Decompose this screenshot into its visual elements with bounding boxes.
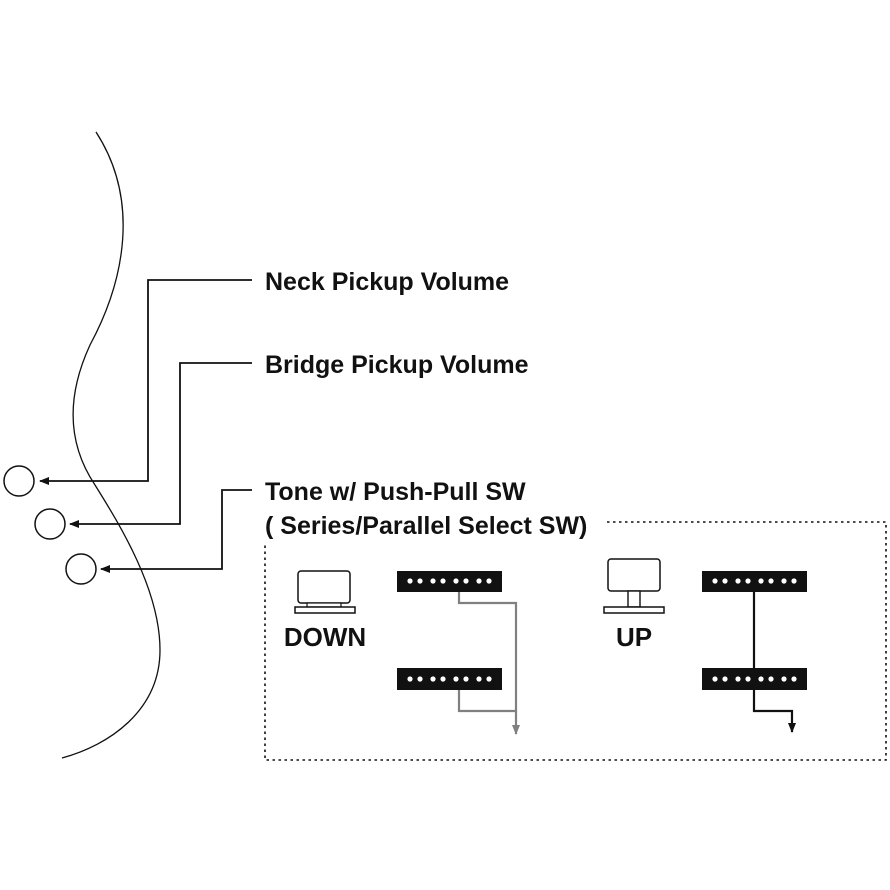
switch-detail-box xyxy=(264,521,887,761)
neck-pickup-series-icon xyxy=(397,571,502,592)
push-pull-up-icon xyxy=(603,558,665,614)
push-pull-down-icon xyxy=(294,570,356,614)
neck-volume-label: Neck Pickup Volume xyxy=(265,268,509,296)
tone-knob-icon xyxy=(65,553,97,585)
tone-leader xyxy=(100,489,252,573)
bridge-volume-leader xyxy=(69,362,252,528)
bridge-volume-knob-icon xyxy=(34,508,66,540)
switch-up-label: UP xyxy=(616,622,652,652)
series-wiring xyxy=(457,592,520,735)
bridge-pickup-parallel-icon xyxy=(702,668,807,690)
neck-volume-knob-icon xyxy=(3,465,35,497)
neck-pickup-parallel-icon xyxy=(702,571,807,592)
bridge-volume-label: Bridge Pickup Volume xyxy=(265,351,529,379)
neck-volume-leader xyxy=(39,279,252,485)
tone-label-line2: ( Series/Parallel Select SW) xyxy=(265,512,587,540)
tone-label-line1: Tone w/ Push-Pull SW xyxy=(265,478,526,506)
guitar-body-outline xyxy=(61,131,161,759)
switch-down-label: DOWN xyxy=(284,622,366,652)
parallel-wiring xyxy=(752,592,796,733)
bridge-pickup-series-icon xyxy=(397,668,502,690)
